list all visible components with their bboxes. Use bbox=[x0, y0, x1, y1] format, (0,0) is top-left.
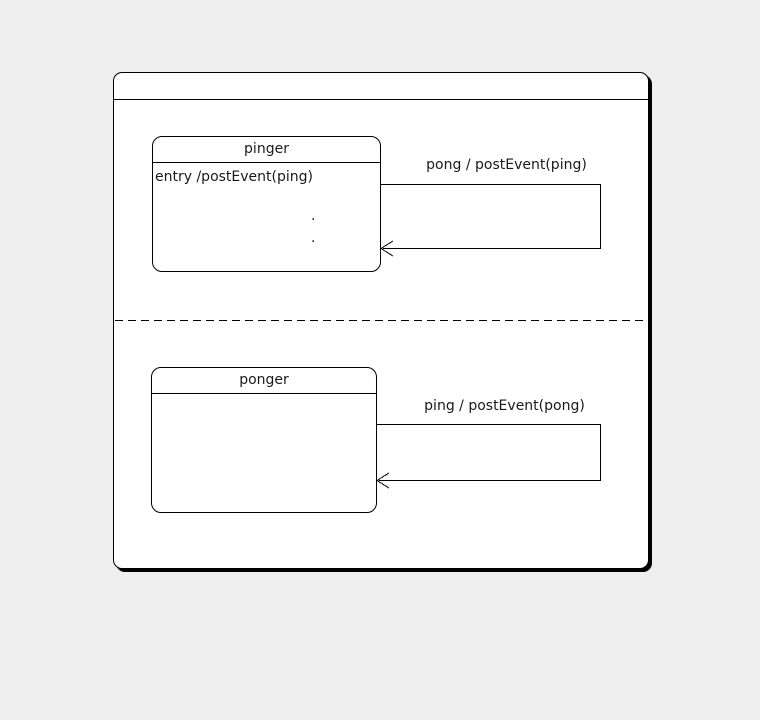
transition-label-pong[interactable]: pong / postEvent(ping) bbox=[426, 157, 587, 173]
pinger-transition-arrowhead-icon bbox=[380, 240, 394, 257]
transition-label-ping[interactable]: ping / postEvent(pong) bbox=[424, 398, 585, 414]
state-pinger-entry-action: entry /postEvent(ping) bbox=[155, 169, 313, 185]
state-ponger-title: ponger bbox=[152, 368, 376, 394]
state-ponger[interactable]: ponger bbox=[151, 367, 377, 513]
frame-title-compartment bbox=[114, 73, 648, 100]
state-pinger-title: pinger bbox=[153, 137, 380, 163]
ponger-self-transition-line[interactable] bbox=[377, 424, 601, 481]
statechart-frame[interactable]: pinger entry /postEvent(ping) . . pong /… bbox=[113, 72, 649, 569]
state-pinger[interactable]: pinger entry /postEvent(ping) . . bbox=[152, 136, 381, 272]
ponger-transition-arrowhead-icon bbox=[376, 472, 390, 489]
pinger-self-transition-line[interactable] bbox=[381, 184, 601, 249]
state-pinger-ellipsis: . . bbox=[311, 208, 316, 246]
